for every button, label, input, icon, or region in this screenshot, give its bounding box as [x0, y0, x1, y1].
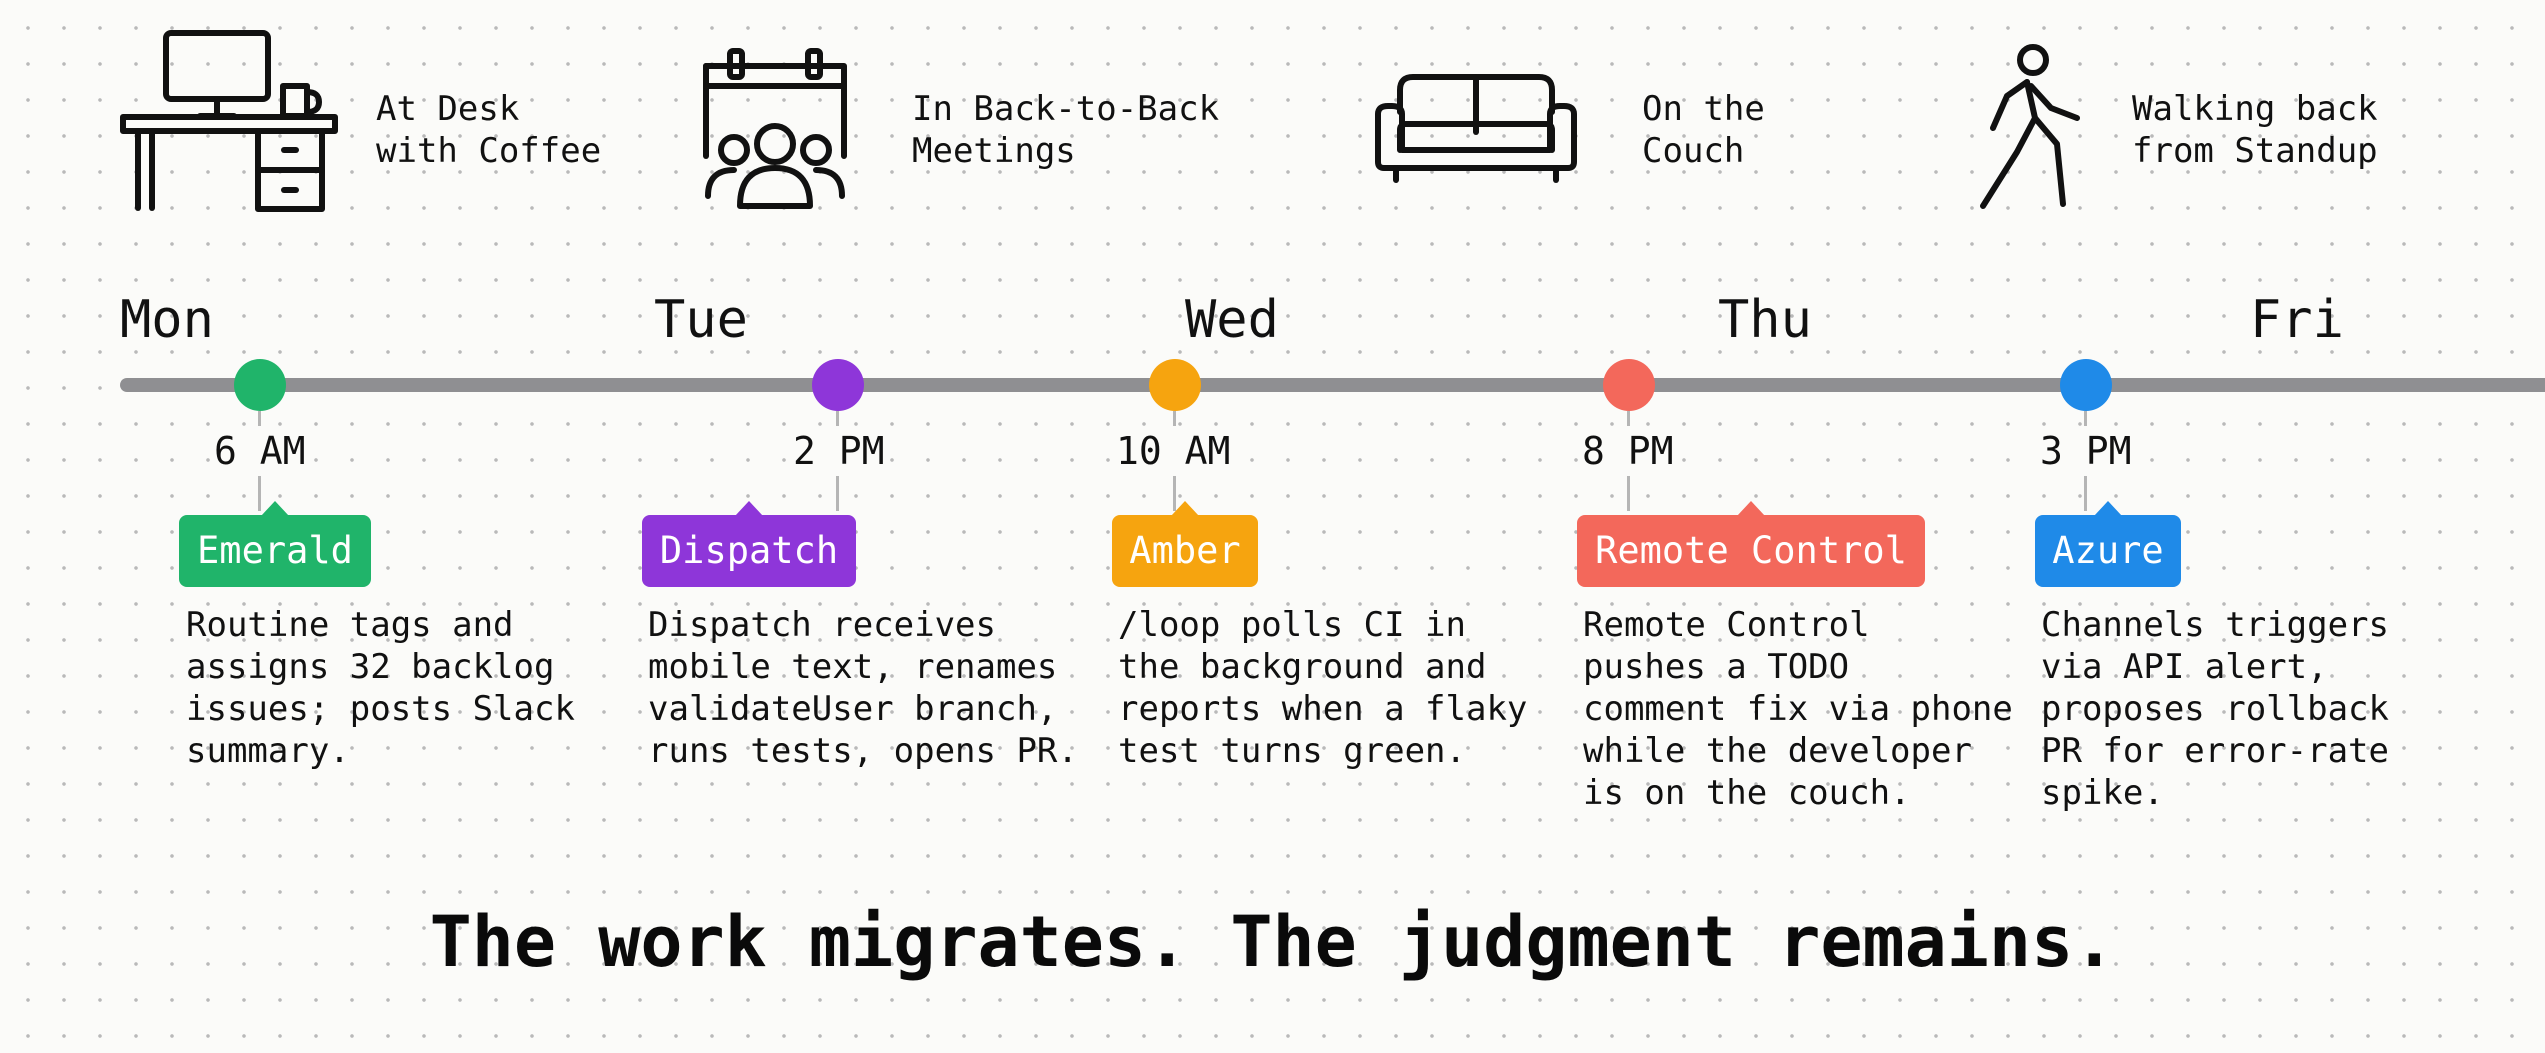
day-label-fri: Fri [2250, 290, 2344, 350]
event-time: 2 PM [791, 426, 887, 476]
event-node-azure[interactable] [2060, 359, 2112, 411]
event-description: Routine tags and assigns 32 backlog issu… [186, 605, 575, 771]
context-label-meetings: In Back-to-Back Meetings [912, 89, 1220, 171]
event-time: 10 AM [1114, 426, 1233, 476]
calendar-with-people-icon [700, 46, 850, 211]
couch-icon [1370, 72, 1582, 184]
walking-person-icon [1975, 40, 2093, 218]
event-description: /loop polls CI in the background and rep… [1118, 605, 1528, 771]
event-tag-azure[interactable]: Azure [2035, 501, 2181, 587]
event-time: 6 AM [212, 426, 308, 476]
event-description: Dispatch receives mobile text, renames v… [648, 605, 1078, 771]
event-tag-remote-control[interactable]: Remote Control [1577, 501, 1925, 587]
event-description: Remote Control pushes a TODO comment fix… [1583, 605, 2013, 813]
context-label-couch: On the Couch [1642, 89, 1765, 171]
event-tag-emerald[interactable]: Emerald [179, 501, 371, 587]
context-label-walking: Walking back from Standup [2132, 89, 2378, 171]
event-tag-amber[interactable]: Amber [1112, 501, 1258, 587]
day-label-tue: Tue [654, 290, 748, 350]
event-description: Channels triggers via API alert, propose… [2041, 605, 2389, 813]
tagline: The work migrates. The judgment remains. [429, 901, 2116, 983]
event-time: 8 PM [1580, 426, 1676, 476]
day-label-mon: Mon [120, 290, 214, 350]
day-label-thu: Thu [1718, 290, 1812, 350]
context-label-desk: At Desk with Coffee [376, 89, 602, 171]
timeline-bar [120, 378, 2545, 392]
event-node-amber[interactable] [1149, 359, 1201, 411]
event-node-remote-control[interactable] [1603, 359, 1655, 411]
event-node-dispatch[interactable] [812, 359, 864, 411]
day-label-wed: Wed [1185, 290, 1279, 350]
event-node-emerald[interactable] [234, 359, 286, 411]
event-tag-dispatch[interactable]: Dispatch [642, 501, 856, 587]
desk-with-computer-and-coffee-icon [118, 28, 343, 218]
event-time: 3 PM [2038, 426, 2134, 476]
